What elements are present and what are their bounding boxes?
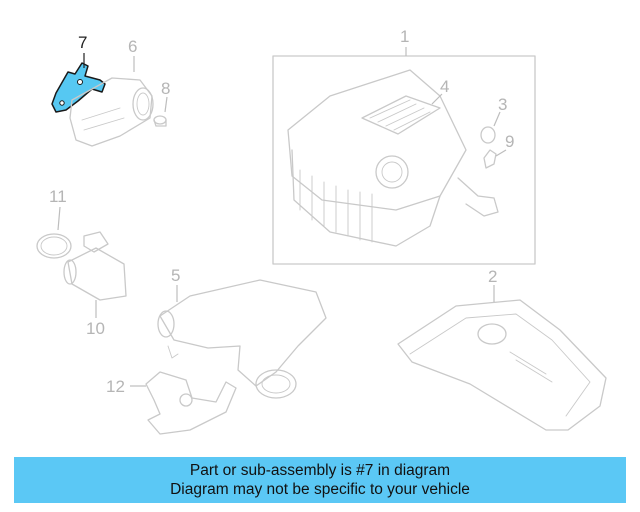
part-5-intake-hose[interactable] xyxy=(157,279,327,399)
part-12-breather-hose[interactable] xyxy=(145,371,237,435)
leader-8 xyxy=(164,96,168,113)
callout-4[interactable]: 4 xyxy=(440,77,449,96)
part-7-bracket[interactable] xyxy=(51,62,106,113)
callout-7[interactable]: 7 xyxy=(78,33,87,52)
callout-2[interactable]: 2 xyxy=(488,267,497,286)
part-10-maf-sensor[interactable] xyxy=(63,231,127,301)
leader-9 xyxy=(495,149,507,157)
callout-8[interactable]: 8 xyxy=(161,79,170,98)
callout-12[interactable]: 12 xyxy=(106,377,125,396)
callout-5[interactable]: 5 xyxy=(171,266,180,285)
leader-4 xyxy=(431,93,443,105)
banner-line-part: Part or sub-assembly is #7 in diagram xyxy=(189,462,451,479)
part-8-clip[interactable] xyxy=(153,115,167,127)
exploded-parts-diagram: 7 6 8 1 4 3 9 11 xyxy=(36,27,607,435)
part-4-filter[interactable] xyxy=(361,95,441,135)
callout-11[interactable]: 11 xyxy=(49,187,67,206)
leader-11 xyxy=(57,206,61,231)
part-2-engine-cover[interactable] xyxy=(397,299,607,431)
assembly-1-frame xyxy=(272,55,536,265)
callout-1[interactable]: 1 xyxy=(400,27,409,46)
info-banner: Part or sub-assembly is #7 in diagram Di… xyxy=(14,457,626,503)
callout-10[interactable]: 10 xyxy=(86,319,105,338)
leader-3 xyxy=(493,111,501,127)
part-3-seal[interactable] xyxy=(480,126,496,144)
part-1-air-cleaner[interactable] xyxy=(287,69,499,247)
banner-line-disclaimer: Diagram may not be specific to your vehi… xyxy=(170,481,470,498)
part-11-o-ring[interactable] xyxy=(36,233,72,259)
callout-6[interactable]: 6 xyxy=(128,37,137,56)
callout-9[interactable]: 9 xyxy=(505,132,514,151)
part-6-duct[interactable] xyxy=(69,77,154,147)
callout-3[interactable]: 3 xyxy=(498,95,507,114)
part-9-clip[interactable] xyxy=(483,149,497,169)
